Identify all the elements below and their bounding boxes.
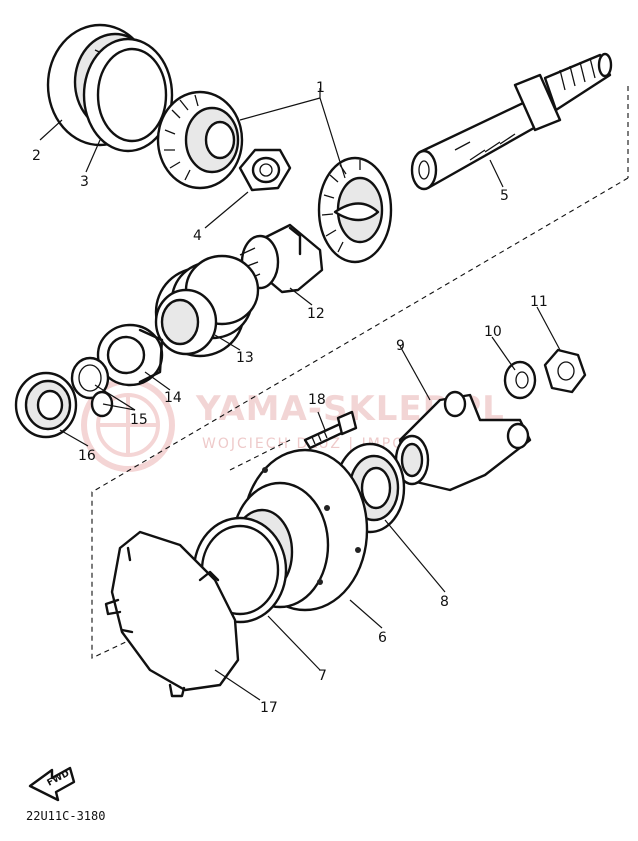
callout-1: 1 xyxy=(316,80,325,96)
callout-9: 9 xyxy=(396,338,405,354)
assembly-outline xyxy=(91,86,629,659)
part-14-collar xyxy=(96,323,164,387)
callout-3: 3 xyxy=(80,174,89,190)
callout-5: 5 xyxy=(500,188,509,204)
callout-7: 7 xyxy=(318,668,327,684)
part-9-yoke xyxy=(394,390,532,492)
leader-lines xyxy=(39,88,561,701)
part-4-nut xyxy=(238,148,292,192)
part-11-nut xyxy=(543,348,587,394)
part-10-washer xyxy=(503,360,537,400)
callout-18: 18 xyxy=(308,392,326,408)
callout-6: 6 xyxy=(378,630,387,646)
part-1-gear-right xyxy=(317,156,393,264)
callout-8: 8 xyxy=(440,594,449,610)
callout-labels: 1 2 3 4 5 6 7 8 9 10 11 12 13 14 15 16 1… xyxy=(32,80,548,716)
callout-11: 11 xyxy=(530,294,548,310)
callout-13: 13 xyxy=(236,350,254,366)
diagram-code: 22U11C-3180 xyxy=(26,809,105,823)
callout-14: 14 xyxy=(164,390,182,406)
part-17-plate xyxy=(104,530,240,698)
callout-4: 4 xyxy=(193,228,202,244)
callout-10: 10 xyxy=(484,324,502,340)
callout-17: 17 xyxy=(260,700,278,716)
part-3-shim xyxy=(82,37,174,153)
fwd-arrow-icon: FWD xyxy=(28,766,76,802)
part-15-circlip xyxy=(70,356,114,418)
part-1-gear-left xyxy=(156,90,244,190)
part-16-bearing xyxy=(14,371,78,439)
callout-15: 15 xyxy=(130,412,148,428)
part-13-spring xyxy=(154,254,260,358)
callout-16: 16 xyxy=(78,448,96,464)
part-18-bolt xyxy=(303,410,358,450)
callout-2: 2 xyxy=(32,148,41,164)
part-5-shaft xyxy=(410,52,613,191)
callout-12: 12 xyxy=(307,306,325,322)
